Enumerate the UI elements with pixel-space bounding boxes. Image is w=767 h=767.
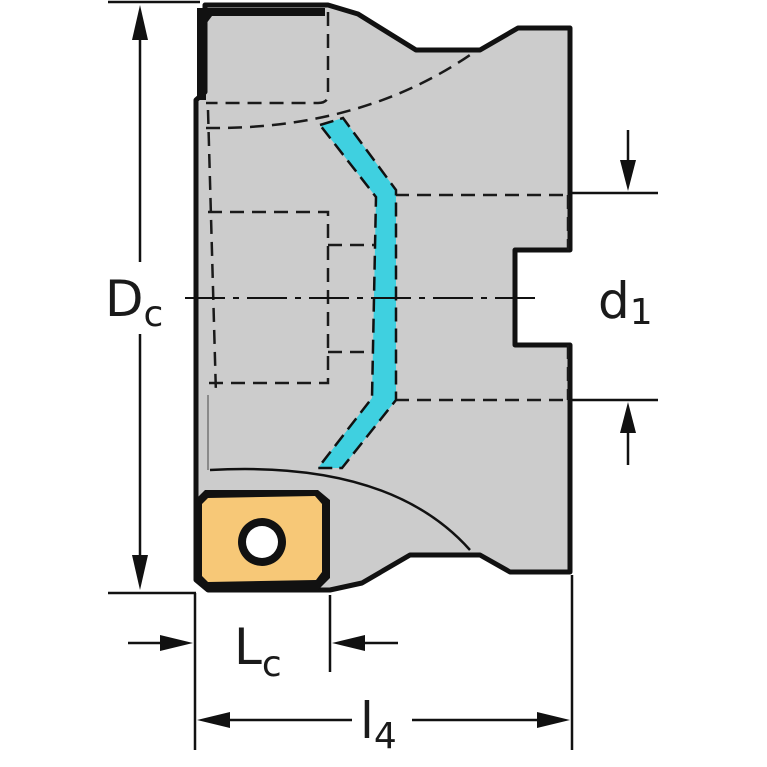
shank-edge [197, 8, 325, 100]
insert-screw-hole-inner [246, 526, 278, 558]
l4-arrow-left [197, 712, 230, 728]
d1-label: d1 [598, 272, 653, 333]
coolant-channel [315, 116, 398, 470]
dimension-dc [108, 0, 200, 595]
dimension-l4 [225, 575, 574, 750]
lc-arrow-left [160, 635, 193, 651]
dc-label: Dc [105, 270, 163, 335]
dimension-lc [128, 593, 398, 750]
chip-pocket-curve [209, 467, 471, 551]
lc-label: Lc [234, 618, 282, 685]
dimension-d1 [570, 130, 658, 465]
lc-arrow-right [332, 635, 365, 651]
dc-arrow-top [132, 5, 148, 40]
l4-label: l4 [360, 692, 397, 757]
d1-arrow-top [620, 160, 636, 191]
dc-arrow-bottom [132, 555, 148, 590]
l4-arrow-right [537, 712, 570, 728]
d1-arrow-bottom [620, 402, 636, 433]
